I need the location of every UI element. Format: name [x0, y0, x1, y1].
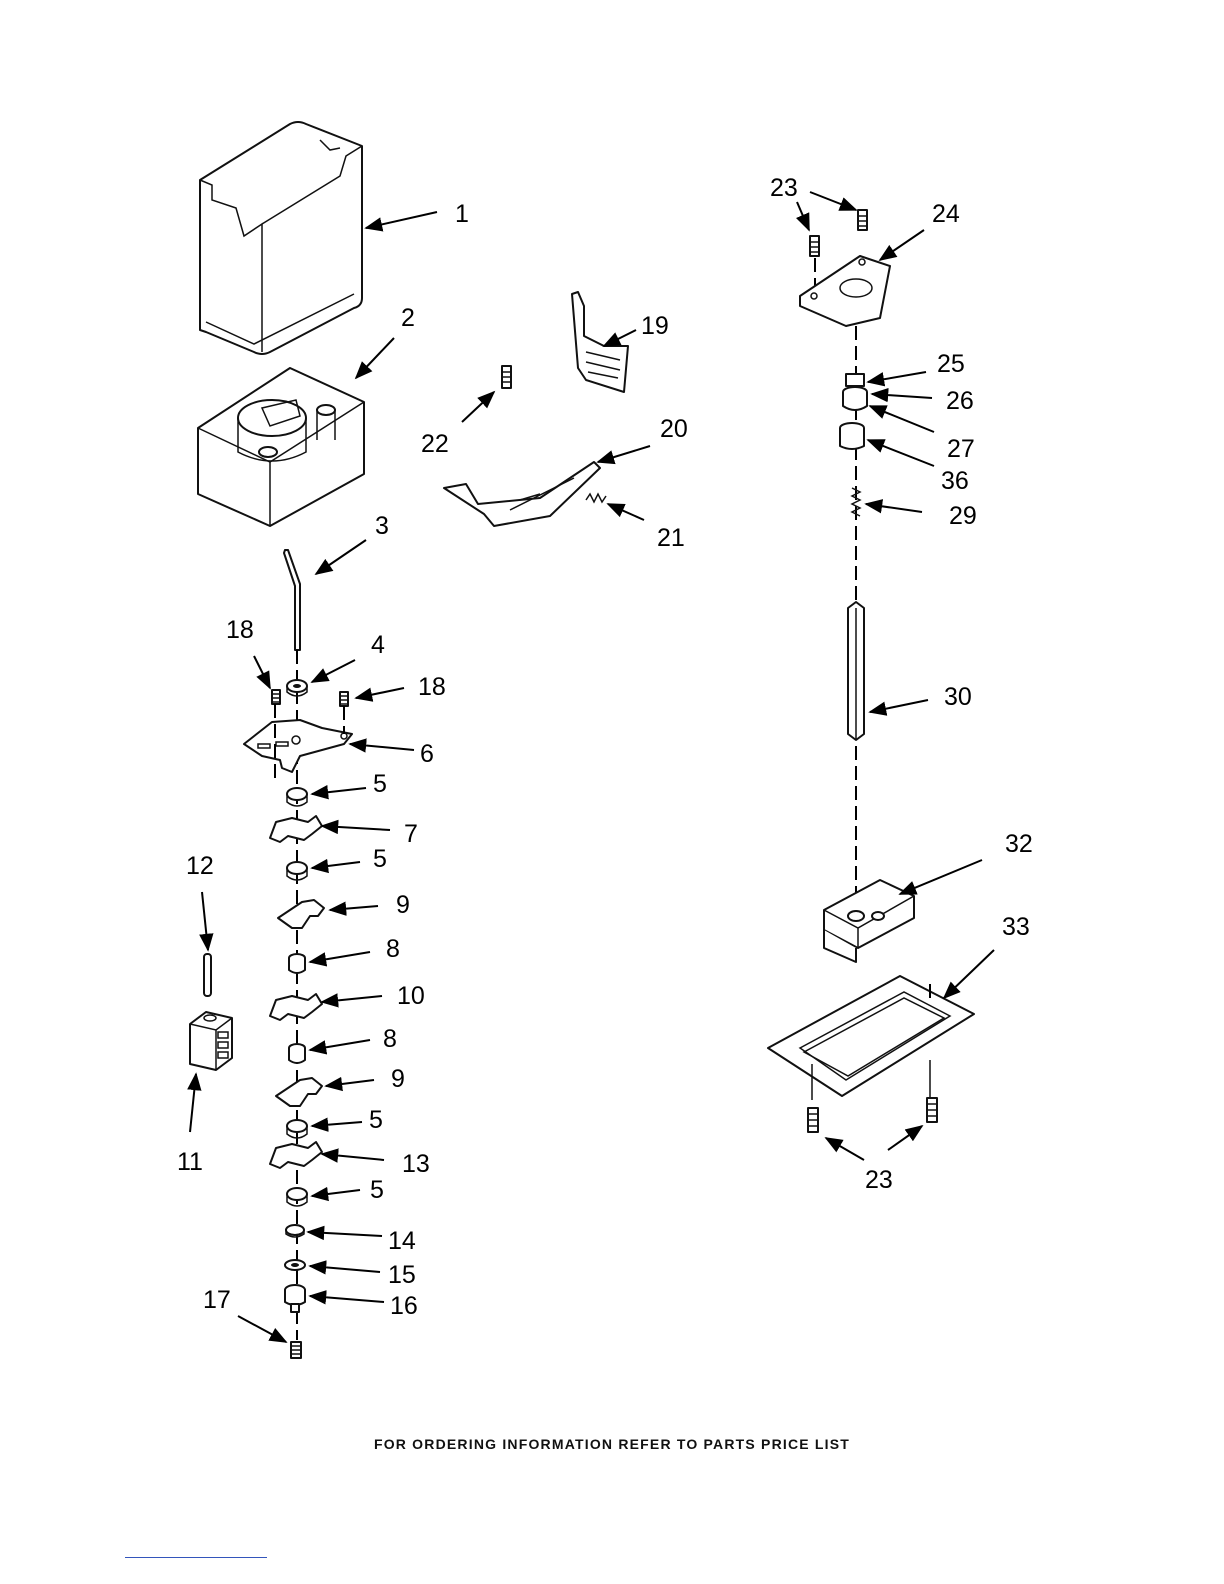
part-15-washer [285, 1260, 305, 1270]
callout-11: 11 [177, 1148, 203, 1176]
callout-18a: 18 [226, 616, 254, 644]
part-19-bracket [572, 292, 628, 392]
callout-7: 7 [404, 820, 418, 848]
callout-25: 25 [937, 350, 965, 378]
callout-14: 14 [388, 1227, 416, 1255]
bottom-link-underline[interactable] [125, 1557, 267, 1558]
part-23-bottom-screws [808, 1098, 937, 1132]
part-25-27-bearing-assembly [843, 374, 867, 410]
callout-5b: 5 [373, 845, 387, 873]
callout-19: 19 [641, 312, 669, 340]
callout-1: 1 [455, 200, 469, 228]
callout-8b: 8 [383, 1025, 397, 1053]
callout-3: 3 [375, 512, 389, 540]
callout-6: 6 [420, 740, 434, 768]
callout-15: 15 [388, 1261, 416, 1289]
callout-23a: 23 [770, 174, 798, 202]
part-1-ice-bucket [200, 122, 362, 354]
callout-22: 22 [421, 430, 449, 458]
callout-12: 12 [186, 852, 214, 880]
callout-5d: 5 [370, 1176, 384, 1204]
callout-26: 26 [946, 387, 974, 415]
callout-9a: 9 [396, 891, 410, 919]
callout-18b: 18 [418, 673, 446, 701]
callout-29: 29 [949, 502, 977, 530]
part-30-hex-shaft [848, 602, 864, 740]
callout-17: 17 [203, 1286, 231, 1314]
part-21-spring [586, 494, 606, 502]
callout-5a: 5 [373, 770, 387, 798]
callout-33: 33 [1002, 913, 1030, 941]
part-23-screw [810, 210, 867, 256]
part-22-screw [502, 366, 511, 388]
part-10-cam [270, 994, 322, 1020]
callout-27: 27 [947, 435, 975, 463]
part-2-auger-housing [198, 368, 364, 526]
callout-5c: 5 [369, 1106, 383, 1134]
part-14-washer [286, 1225, 304, 1237]
callout-16: 16 [390, 1292, 418, 1320]
part-11-block [190, 1012, 232, 1070]
callout-23b: 23 [865, 1166, 893, 1194]
part-3-auger-rod [284, 550, 300, 650]
part-16-coupler [285, 1285, 305, 1312]
part-33-gasket-plate [768, 976, 974, 1100]
callout-30: 30 [944, 683, 972, 711]
part-24-mounting-plate [800, 256, 890, 326]
part-17-screw [291, 1342, 301, 1358]
ordering-footer: FOR ORDERING INFORMATION REFER TO PARTS … [0, 1436, 1224, 1452]
callout-24: 24 [932, 200, 960, 228]
callout-13: 13 [402, 1150, 430, 1178]
part-13-cam [270, 1142, 322, 1168]
callout-21: 21 [657, 524, 685, 552]
part-32-motor [824, 880, 914, 962]
callout-8a: 8 [386, 935, 400, 963]
part-36-sleeve [840, 423, 864, 449]
part-18-screw [272, 690, 348, 706]
callout-2: 2 [401, 304, 415, 332]
callout-20: 20 [660, 415, 688, 443]
callout-4: 4 [371, 631, 385, 659]
callout-36: 36 [941, 467, 969, 495]
part-12-pin [204, 954, 211, 996]
part-7-cam [270, 816, 322, 842]
callout-10: 10 [397, 982, 425, 1010]
callout-9b: 9 [391, 1065, 405, 1093]
part-20-arm [444, 462, 600, 526]
callout-32: 32 [1005, 830, 1033, 858]
